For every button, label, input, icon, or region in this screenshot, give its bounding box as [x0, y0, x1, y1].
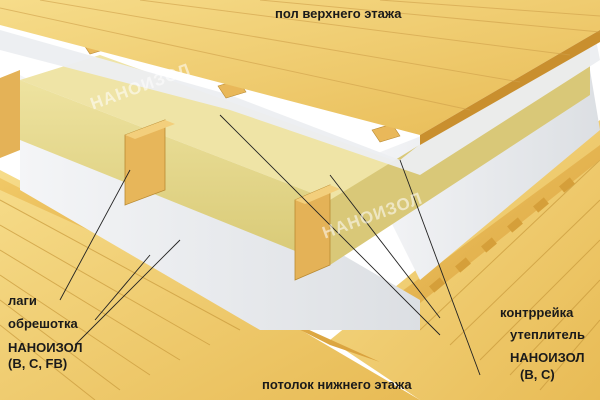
label-nanoizol-right-types: (B, C) [520, 367, 555, 382]
joists [0, 70, 340, 281]
top-floor-boards [0, 0, 600, 145]
label-lower-ceiling: потолок нижнего этажа [262, 377, 412, 392]
label-nanoizol-right-title: НАНОИЗОЛ [510, 350, 585, 365]
label-counter-rail: контррейка [500, 305, 574, 320]
label-insulation: утеплитель [510, 327, 585, 342]
label-joists: лаги [8, 293, 37, 308]
leader-lines [59, 114, 481, 376]
label-nanoizol-left-title: НАНОИЗОЛ [8, 340, 83, 355]
label-lathing: обрешотка [8, 316, 78, 331]
label-nanoizol-left-types: (B, C, FB) [8, 356, 68, 371]
label-top-floor: пол верхнего этажа [275, 6, 402, 21]
membrane-upper [0, 10, 600, 175]
